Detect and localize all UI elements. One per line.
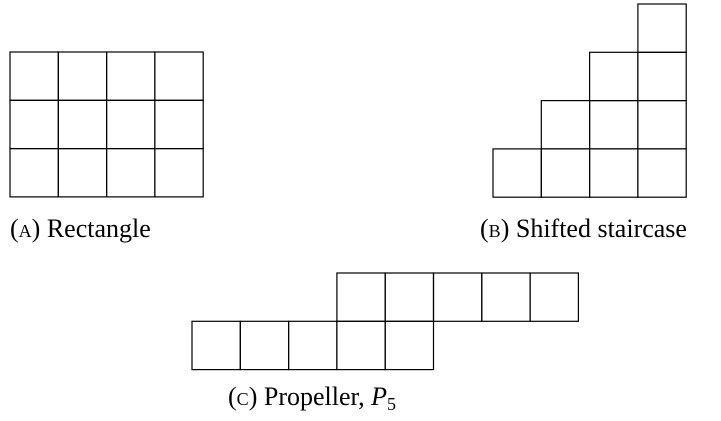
cell [384,320,435,371]
cell [637,3,687,53]
cell [239,320,290,371]
cell [540,99,591,150]
cell [105,148,156,198]
caption-text-shifted-staircase: Shifted staircase [515,214,687,243]
cell [9,51,59,101]
cell [540,148,591,198]
cell [481,272,531,322]
cell [529,272,579,322]
cell [105,99,156,150]
cell [57,148,108,198]
caption-text-rectangle: Rectangle [46,214,151,243]
cell [288,320,338,371]
caption-math-propeller: P5 [371,382,397,414]
cell [588,99,639,150]
caption-shifted-staircase: (b) Shifted staircase [480,214,687,243]
propeller-diagram [191,272,579,371]
cell [154,148,204,198]
cell [432,272,483,322]
cell [9,99,59,150]
caption-tag-b: b [488,214,501,243]
cell [588,148,639,198]
caption-text-propeller: Propeller, [263,382,372,411]
rectangle-diagram [9,51,204,198]
shifted-staircase-diagram [492,3,687,198]
cell [588,51,639,102]
cell [637,148,687,198]
cell [492,148,542,198]
cell [637,51,687,102]
caption-rectangle: (a) Rectangle [10,214,151,243]
cell [57,51,108,101]
cell [336,320,386,371]
cell [384,272,435,322]
caption-propeller: (c) Propeller, P5 [228,382,397,414]
caption-tag-a: a [18,214,32,243]
caption-tag-c: c [236,382,249,411]
cell [154,51,204,101]
cell [57,99,108,150]
cell [191,320,241,371]
cell [105,51,156,101]
cell [637,99,687,150]
cell [154,99,204,150]
cell [9,148,59,198]
cell [336,272,386,322]
